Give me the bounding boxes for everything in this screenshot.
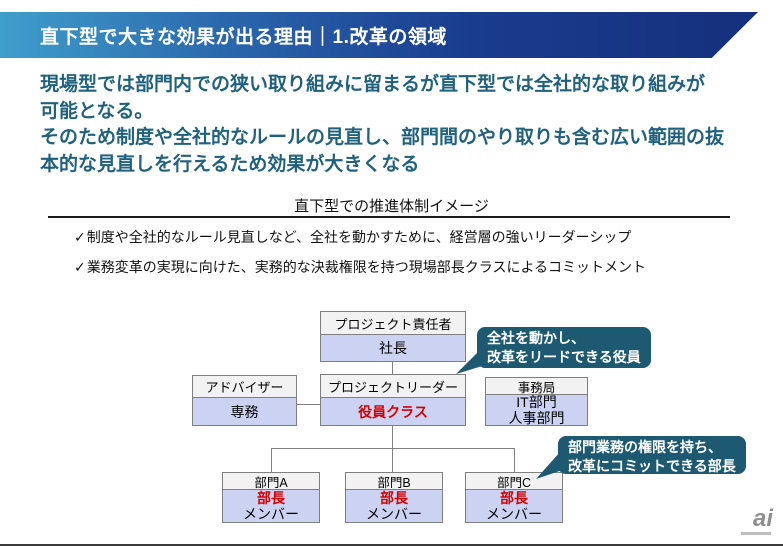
connector-line [392,425,393,448]
orgbox-member: 人事部門 [508,410,565,426]
lead-line: 現場型では部門内での狭い取り組みに留まるが直下型では全社的な取り組みが [40,74,706,95]
orgbox-role: 事務局 [486,378,587,395]
checkmark-icon: ✓ [74,229,86,245]
orgbox-advisor: アドバイザー 専務 [192,375,297,426]
lead-line: 本的な見直しを行えるため効果が大きくなる [40,153,420,175]
orgbox-member: IT部門 [516,394,557,410]
orgbox-secretariat: 事務局 IT部門 人事部門 [485,377,588,426]
checklist-item: ✓業務変革の実現に向けた、実務的な決裁権限を持つ現場部長クラスによるコミットメン… [74,257,646,277]
connector-line [392,361,393,374]
orgbox-members: 部長 メンバー [223,490,319,522]
section-divider [48,216,730,218]
connector-line [271,448,272,472]
orgbox-role: プロジェクトリーダー [321,375,465,398]
slide-title: 直下型で大きな効果が出る理由｜1.改革の領域 [40,26,447,48]
callout-executive: 全社を動かし、 改革をリードできる役員 [477,327,651,368]
orgbox-person: 役員クラス [358,403,428,420]
orgbox-dept-b: 部門B 部長 メンバー [345,472,443,523]
checklist-item-text: 制度や全社的なルール見直しなど、全社を動かすために、経営層の強いリーダーシップ [86,229,632,245]
orgbox-member: メンバー [486,506,542,522]
callout-line: 改革にコミットできる部長 [568,457,736,474]
orgbox-head: 部長 [257,490,285,506]
orgbox-member: メンバー [243,506,299,522]
checklist-item: ✓制度や全社的なルール見直しなど、全社を動かすために、経営層の強いリーダーシップ [74,227,646,247]
checklist: ✓制度や全社的なルール見直しなど、全社を動かすために、経営層の強いリーダーシップ… [74,227,646,287]
orgbox-person: 専務 [230,403,259,420]
ai-logo: ai [752,505,773,532]
checkmark-icon: ✓ [74,259,86,275]
orgbox-role: アドバイザー [193,376,296,398]
orgbox-dept-a: 部門A 部長 メンバー [222,472,320,523]
lead-line: そのため制度や全社的なルールの見直し、部門間のやり取りも含む広い範囲の抜 [40,127,725,148]
checklist-item-text: 業務変革の実現に向けた、実務的な決裁権限を持つ現場部長クラスによるコミットメント [86,259,647,275]
connector-line [392,448,393,472]
slide-title-banner: 直下型で大きな効果が出る理由｜1.改革の領域 [0,12,758,58]
callout-line: 部門業務の権限を持ち、 [568,439,722,455]
orgbox-role: 部門C [466,473,562,490]
connector-line [514,448,515,472]
orgbox-role: プロジェクト責任者 [321,312,465,335]
orgbox-members: IT部門 人事部門 [486,394,587,426]
orgbox-project-owner: プロジェクト責任者 社長 [320,311,466,362]
orgbox-person: 社長 [379,340,407,356]
callout-dept-head: 部門業務の権限を持ち、 改革にコミットできる部長 [558,436,746,474]
callout-line: 改革をリードできる役員 [487,348,641,365]
connector-line [297,404,320,405]
orgbox-head: 部長 [500,490,528,506]
lead-line: 可能となる。 [40,100,154,122]
lead-paragraph: 現場型では部門内での狭い取り組みに留まるが直下型では全社的な取り組みが 可能とな… [40,72,724,178]
slide-bottom-border [0,544,783,546]
orgbox-dept-c: 部門C 部長 メンバー [465,472,563,523]
callout-line: 全社を動かし、 [487,330,585,346]
orgbox-members: 部長 メンバー [346,490,442,522]
section-title: 直下型での推進体制イメージ [294,198,489,215]
orgbox-members: 部長 メンバー [466,490,562,522]
orgbox-head: 部長 [380,490,408,506]
orgbox-role: 部門B [346,473,442,490]
orgbox-role: 部門A [223,473,319,490]
ai-logo-tagline-bar [741,532,771,535]
orgbox-project-leader: プロジェクトリーダー 役員クラス [320,374,466,426]
orgbox-member: メンバー [366,506,422,522]
